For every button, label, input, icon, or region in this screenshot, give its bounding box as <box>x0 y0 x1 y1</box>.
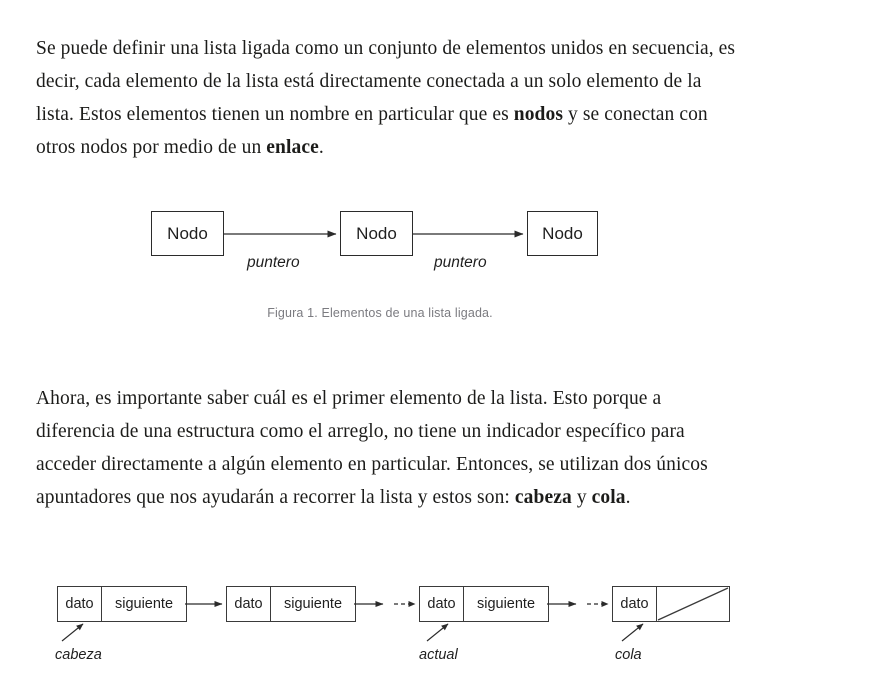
figure2-pointer-arrow-cabeza <box>61 623 84 642</box>
text-run: Ahora, es importante saber cuál es el pr… <box>36 387 708 508</box>
figure2-node-1-next-cell: siguiente <box>102 587 186 621</box>
figure2-node-4-data-cell: dato <box>613 587 657 621</box>
figure-1-caption: Figura 1. Elementos de una lista ligada. <box>267 306 493 320</box>
figure2-node-3-next-cell: siguiente <box>464 587 548 621</box>
figure2-node-1-next-label: siguiente <box>114 596 174 612</box>
text-run: Se puede definir una lista ligada como u… <box>36 37 736 125</box>
figure1-node-1-label: Nodo <box>167 223 208 243</box>
figure2-node-2-next-label: siguiente <box>283 596 343 612</box>
figure2-node-4-data-label: dato <box>620 596 649 612</box>
figure1-node-2: Nodo <box>340 211 413 256</box>
figure2-node-1: dato siguiente <box>57 586 187 622</box>
figure2-node-2: dato siguiente <box>226 586 356 622</box>
figure2-pointer-arrow-cola <box>621 623 644 642</box>
figure1-node-2-label: Nodo <box>356 223 397 243</box>
figure2-pointer-label-cabeza: cabeza <box>55 647 102 663</box>
paragraph-intro: Se puede definir una lista ligada como u… <box>36 32 736 164</box>
figure2-node-3-data-label: dato <box>427 596 456 612</box>
null-pointer-slash-icon <box>657 587 729 621</box>
text-run: . <box>625 486 631 508</box>
figure2-node-2-data-cell: dato <box>227 587 271 621</box>
figure1-arrow-label-1: puntero <box>247 254 300 271</box>
figure1-node-3: Nodo <box>527 211 598 256</box>
paragraph-pointers: Ahora, es importante saber cuál es el pr… <box>36 382 736 514</box>
figure2-node-3-next-label: siguiente <box>476 596 536 612</box>
figure1-arrow-label-2: puntero <box>434 254 487 271</box>
emphasis-enlace: enlace <box>266 136 319 158</box>
figure2-pointer-label-actual: actual <box>419 647 458 663</box>
text-run: y se conectan con otros nodos por medio … <box>36 103 708 158</box>
text-run: y <box>571 486 592 508</box>
figure2-node-2-data-label: dato <box>234 596 263 612</box>
figure2-node-1-data-cell: dato <box>58 587 102 621</box>
figure2-pointer-label-cola: cola <box>615 647 642 663</box>
figure2-node-3-data-cell: dato <box>420 587 464 621</box>
emphasis-cabeza: cabeza <box>514 486 572 508</box>
emphasis-cola: cola <box>591 486 626 508</box>
figure2-pointer-arrow-actual <box>426 623 449 642</box>
figure2-node-3: dato siguiente <box>419 586 549 622</box>
figure2-node-2-next-cell: siguiente <box>271 587 355 621</box>
figure1-node-3-label: Nodo <box>542 223 583 243</box>
figure2-node-1-data-label: dato <box>65 596 94 612</box>
figure2-node-4: dato <box>612 586 730 622</box>
figure1-node-1: Nodo <box>151 211 224 256</box>
figure2-node-4-null-cell <box>657 587 729 621</box>
text-run: . <box>318 136 324 158</box>
emphasis-nodos: nodos <box>513 103 564 125</box>
